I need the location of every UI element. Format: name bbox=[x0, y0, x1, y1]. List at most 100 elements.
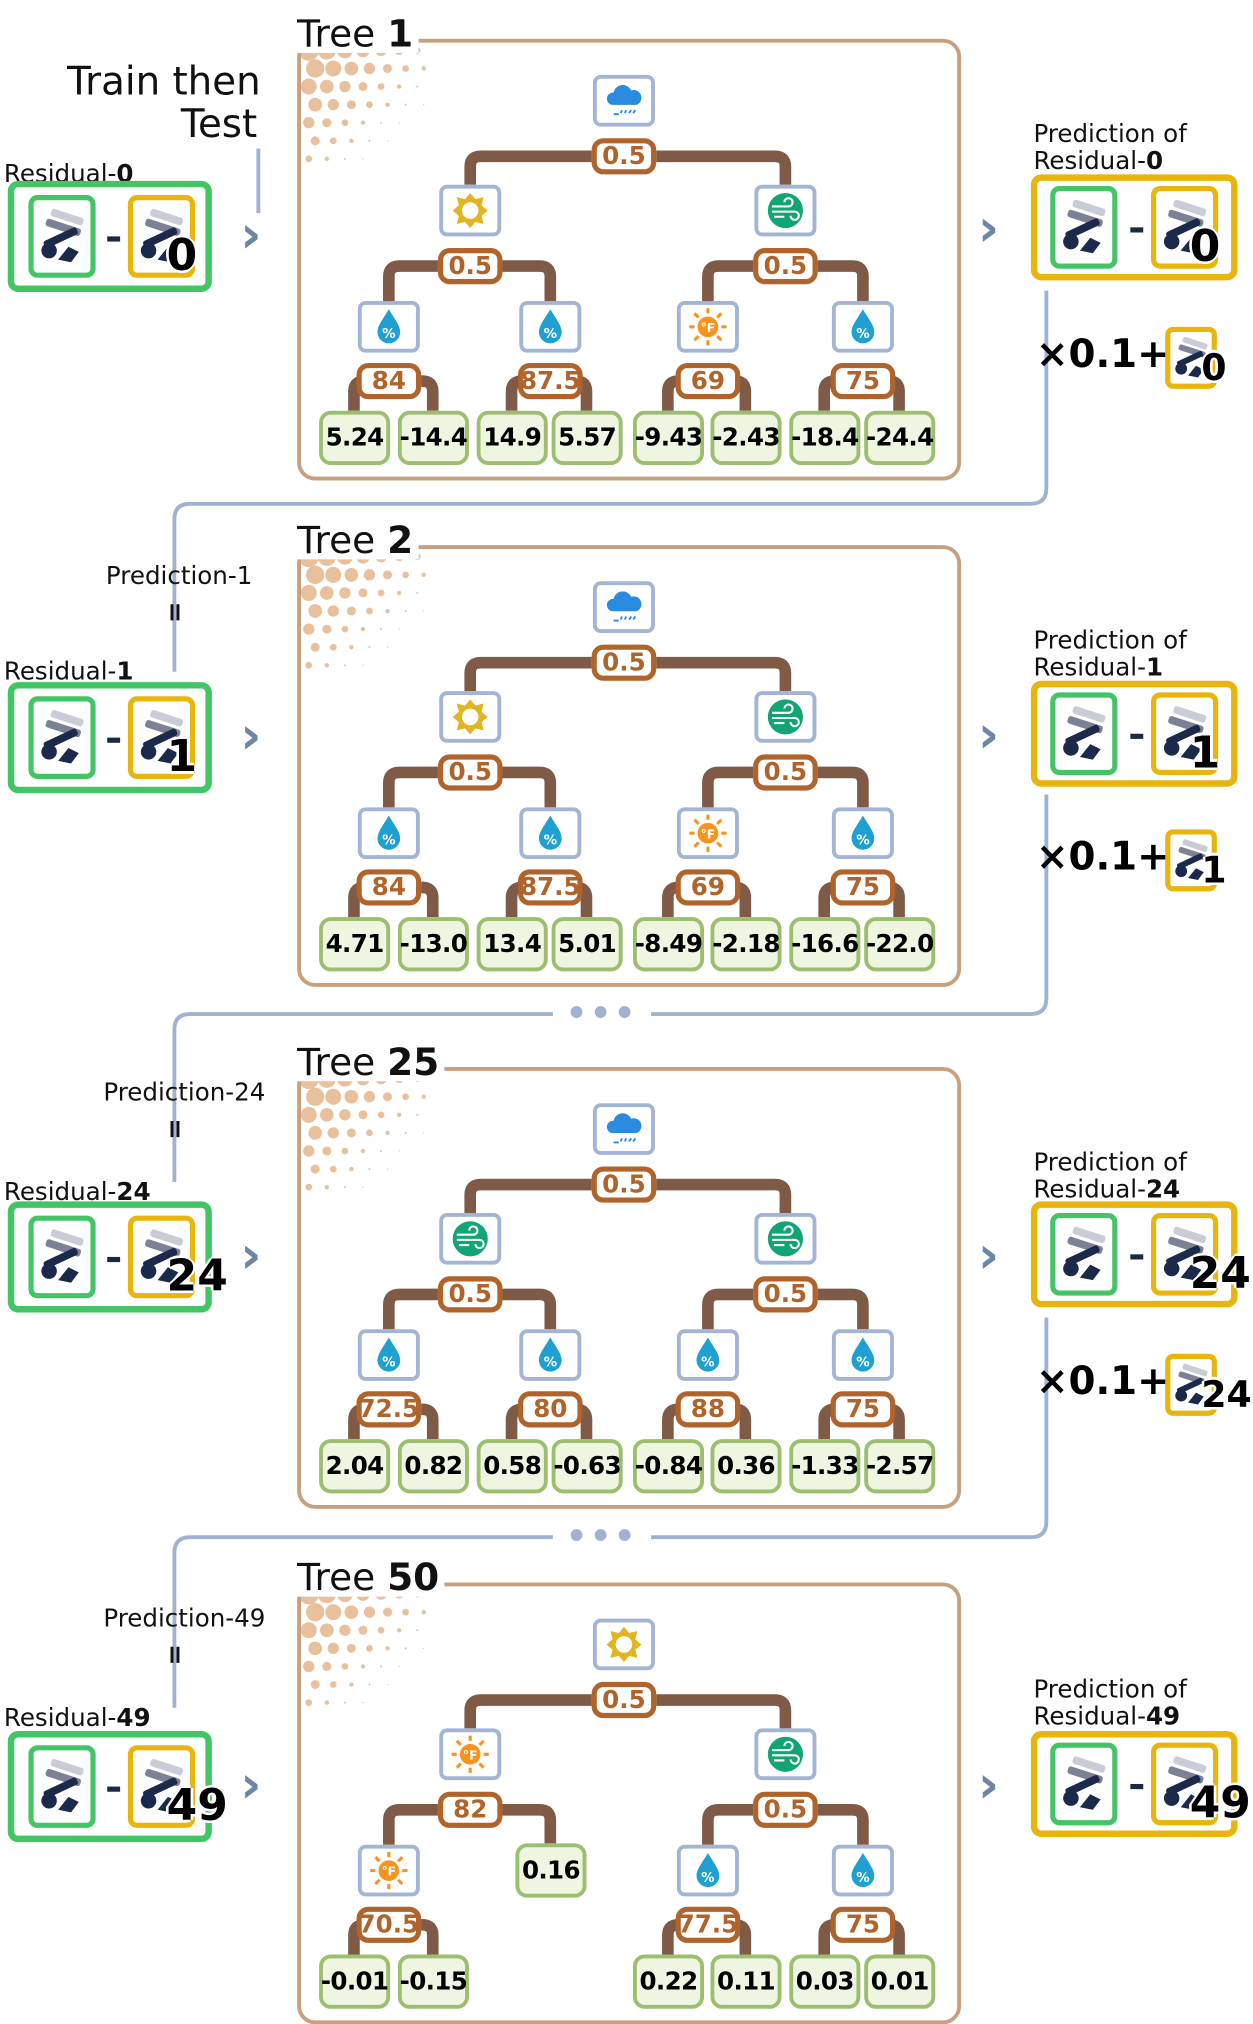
branch-connector bbox=[502, 1803, 557, 1844]
prediction-of-text: Residual- bbox=[1033, 1175, 1146, 1204]
prediction-box: 49 bbox=[1030, 1731, 1251, 1837]
branch-connector bbox=[817, 766, 869, 808]
prediction-label: Prediction-1 bbox=[105, 561, 253, 591]
feature-node bbox=[592, 1103, 655, 1155]
machine-icon bbox=[35, 1753, 89, 1820]
sun-icon bbox=[450, 190, 491, 231]
humidity-icon bbox=[842, 1334, 883, 1375]
prediction-of-line1: Prediction of bbox=[1033, 626, 1187, 655]
wind-icon bbox=[450, 1218, 491, 1259]
residual-card-index: 0 bbox=[166, 229, 198, 282]
threshold-value: 80 bbox=[518, 1391, 583, 1428]
tree-number: 50 bbox=[387, 1555, 440, 1600]
threshold-value: 88 bbox=[675, 1391, 741, 1428]
branch-connector bbox=[817, 1803, 869, 1845]
machine-icon bbox=[1057, 194, 1111, 261]
leaf-value: -2.43 bbox=[710, 410, 782, 466]
leaf-value: 13.4 bbox=[476, 917, 548, 972]
next-arrow: › bbox=[977, 198, 1000, 259]
machine-icon bbox=[1057, 700, 1111, 767]
next-arrow: › bbox=[977, 705, 1000, 765]
intro-line1: Train then bbox=[67, 59, 261, 105]
prediction-card bbox=[1150, 692, 1219, 776]
threshold-value: 75 bbox=[830, 1391, 896, 1428]
previous-prediction-index: 24 bbox=[1201, 1373, 1252, 1416]
residual-label: Residual-24 bbox=[4, 1179, 151, 1206]
branch-connector bbox=[817, 1288, 869, 1330]
sun-icon bbox=[603, 1624, 644, 1665]
feature-node bbox=[754, 1728, 817, 1781]
feature-node bbox=[439, 1213, 502, 1265]
leaf-value: 14.9 bbox=[476, 410, 548, 466]
humidity-icon bbox=[687, 1334, 728, 1375]
actual-value-card bbox=[28, 1215, 96, 1299]
prediction-of-text: Residual- bbox=[1033, 1702, 1146, 1731]
threshold-value: 0.5 bbox=[591, 138, 657, 175]
previous-prediction-card bbox=[1165, 829, 1217, 892]
feature-node bbox=[439, 184, 502, 237]
branch-connector bbox=[502, 260, 557, 301]
branch-connector bbox=[656, 150, 792, 185]
threshold-value: 0.5 bbox=[753, 248, 818, 285]
prediction-of-line1: Prediction of bbox=[1033, 1675, 1187, 1704]
humidity-icon bbox=[842, 1850, 883, 1891]
branch-connector bbox=[656, 656, 792, 692]
feature-node bbox=[357, 300, 420, 353]
branch-connector bbox=[383, 260, 438, 301]
tree-title: Tree 1 bbox=[291, 15, 419, 53]
threshold-value: 87.5 bbox=[518, 362, 583, 400]
leaf-value: -2.57 bbox=[864, 1439, 936, 1494]
prediction-card bbox=[1150, 1213, 1219, 1296]
prediction-card-index: 24 bbox=[1189, 1247, 1251, 1300]
machine-icon bbox=[1057, 1750, 1111, 1817]
residual-index: 49 bbox=[116, 1703, 151, 1733]
prediction-of-text: Residual- bbox=[1033, 653, 1146, 682]
minus-sign bbox=[1130, 733, 1144, 739]
machine-icon bbox=[1057, 1221, 1111, 1288]
intro-line2: Test bbox=[180, 102, 258, 148]
prediction-label: Prediction-49 bbox=[103, 1604, 266, 1633]
branch-connector bbox=[656, 1694, 792, 1729]
leaf-value: 0.16 bbox=[515, 1843, 587, 1898]
prediction-of-index: 24 bbox=[1145, 1175, 1181, 1204]
branch-connector bbox=[702, 260, 754, 301]
prediction-label: Prediction-24 bbox=[103, 1078, 266, 1108]
branch-connector bbox=[656, 1178, 792, 1214]
humidity-icon bbox=[368, 813, 409, 854]
leaf-value: -24.4 bbox=[864, 410, 936, 466]
prediction-box: 0 bbox=[1030, 174, 1238, 281]
tree-title-word: Tree bbox=[297, 1555, 376, 1600]
feature-node bbox=[439, 691, 502, 743]
ellipsis-dots: ••• bbox=[552, 997, 651, 1031]
threshold-value: 82 bbox=[437, 1791, 503, 1828]
prediction-card bbox=[1150, 186, 1219, 269]
minus-sign bbox=[107, 1256, 121, 1263]
cloud-rain-icon bbox=[603, 1108, 644, 1149]
feature-node bbox=[831, 1844, 894, 1897]
next-arrow: › bbox=[977, 1755, 1000, 1815]
temperature-icon bbox=[450, 1734, 491, 1775]
flow-line bbox=[172, 290, 1049, 672]
previous-prediction-card bbox=[1165, 326, 1217, 389]
feature-node bbox=[357, 1329, 420, 1381]
threshold-value: 0.5 bbox=[591, 1166, 657, 1203]
branch-connector bbox=[464, 150, 592, 185]
ellipsis-dots: ••• bbox=[552, 1520, 651, 1555]
threshold-value: 72.5 bbox=[356, 1391, 422, 1428]
learning-rate-multiplier: ×0.1+ bbox=[1036, 834, 1170, 880]
threshold-value: 0.5 bbox=[437, 248, 503, 285]
threshold-value: 69 bbox=[675, 869, 741, 906]
threshold-value: 0.5 bbox=[591, 644, 657, 681]
threshold-value: 75 bbox=[830, 362, 896, 400]
prediction-card bbox=[127, 195, 196, 278]
branch-connector bbox=[421, 375, 439, 411]
minus-sign bbox=[1130, 227, 1144, 233]
leaf-value: -0.15 bbox=[397, 1954, 469, 2009]
minus-sign bbox=[1130, 1783, 1144, 1790]
minus-sign bbox=[107, 236, 121, 242]
prediction-card bbox=[127, 1745, 196, 1828]
